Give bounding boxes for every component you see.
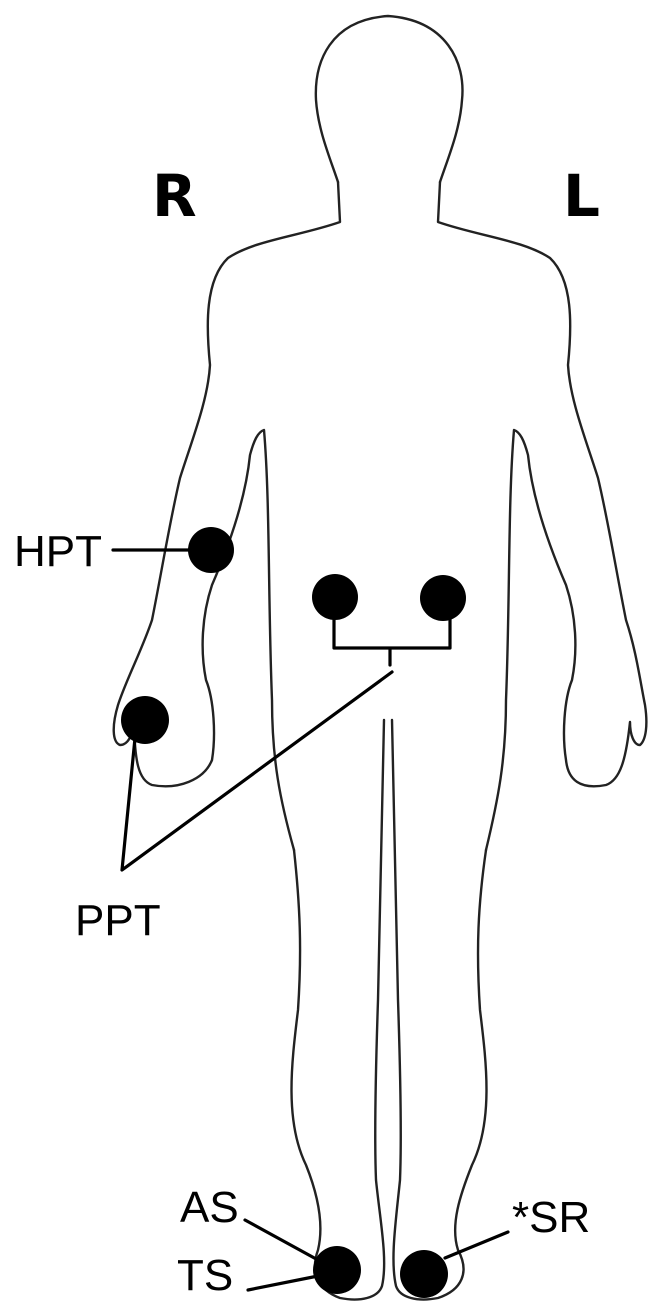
as-leader-line bbox=[245, 1220, 318, 1260]
ppt-leader-line bbox=[122, 672, 392, 870]
sr-label: *SR bbox=[512, 1193, 590, 1242]
left-side-label: L bbox=[563, 162, 600, 230]
leg-left-outline bbox=[392, 720, 487, 1300]
torso-arms-outline-left bbox=[438, 182, 646, 850]
hip-bracket-line bbox=[334, 618, 450, 665]
site-marker-hip-left bbox=[420, 575, 466, 621]
head-outline bbox=[316, 16, 463, 182]
leg-right-outline bbox=[292, 720, 385, 1300]
site-marker-forearm bbox=[188, 527, 234, 573]
site-marker-foot-left bbox=[400, 1250, 448, 1298]
hpt-label: HPT bbox=[14, 527, 102, 576]
torso-arms-outline bbox=[114, 182, 340, 850]
site-marker-hand bbox=[121, 696, 169, 744]
right-side-label: R bbox=[152, 162, 197, 230]
ppt-label: PPT bbox=[75, 896, 161, 945]
ts-label: TS bbox=[177, 1251, 233, 1300]
as-label: AS bbox=[180, 1183, 239, 1232]
site-marker-hip-right bbox=[312, 574, 358, 620]
ts-leader-line bbox=[248, 1276, 318, 1290]
site-marker-foot-right bbox=[313, 1246, 361, 1294]
